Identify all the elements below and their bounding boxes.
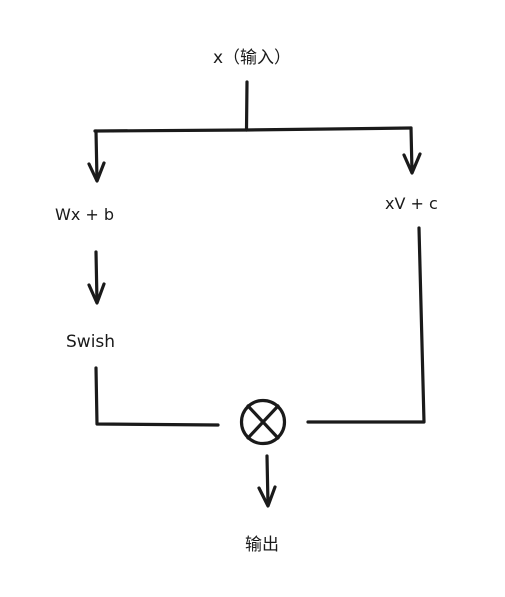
linear-right-to-multiply-line — [306, 226, 426, 424]
linear-to-swish-arrow — [87, 250, 106, 305]
multiply-circle-icon — [239, 398, 287, 446]
output-label: 输出 — [245, 535, 279, 555]
linear-left-label: Wx + b — [55, 205, 114, 224]
input-stem-line — [244, 80, 249, 132]
left-branch-arrow — [87, 129, 106, 183]
input-label: x（输入） — [213, 48, 291, 68]
swish-to-multiply-line — [94, 366, 220, 427]
activation-label: Swish — [66, 332, 115, 352]
split-bar-line — [93, 126, 413, 133]
linear-right-label: xV + c — [385, 194, 438, 213]
multiply-to-output-arrow — [257, 454, 277, 508]
right-branch-arrow — [402, 126, 422, 175]
